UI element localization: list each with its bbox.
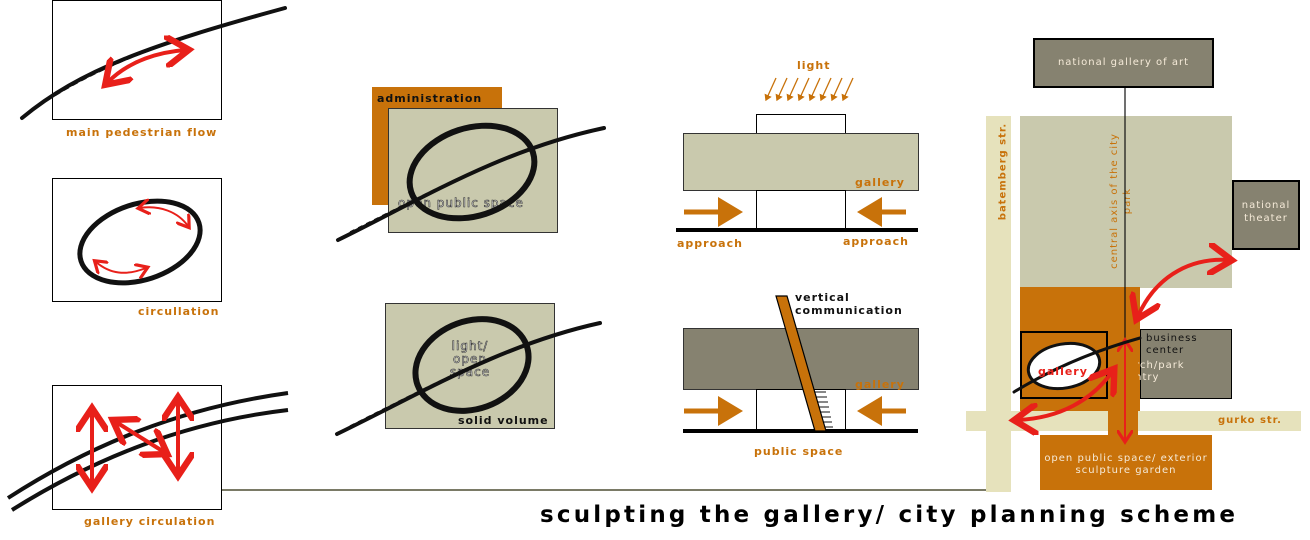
pilotis-top xyxy=(756,190,846,230)
solid-volume-stroke xyxy=(335,321,602,436)
public-space-stroke xyxy=(336,126,606,242)
gallery-path-outer xyxy=(6,391,289,500)
site-gallery-label: gallery xyxy=(1038,365,1088,378)
open-public-space-label: open public space xyxy=(398,196,524,211)
national-theater-label: national theater xyxy=(1241,200,1291,224)
light-label: light xyxy=(797,59,831,72)
open-public-space-site-label: open public space/ exterior sculpture ga… xyxy=(1044,453,1208,476)
national-gallery-label: national gallery of art xyxy=(1057,57,1190,68)
circulation-arrow-top xyxy=(140,207,188,226)
gallery-block-top xyxy=(683,133,919,191)
circulation-arrow-bottom xyxy=(96,262,146,273)
theater-arrow xyxy=(1138,260,1228,316)
arch-park-entry-label: arch/park entry xyxy=(1128,360,1185,383)
business-center-label: business center xyxy=(1146,333,1198,356)
main-flow-arrow xyxy=(108,50,185,82)
gurko-label: gurko str. xyxy=(1218,415,1282,426)
main-flow-label: main pedestrian flow xyxy=(66,126,218,139)
national-gallery-block xyxy=(1033,38,1214,88)
public-space-label: public space xyxy=(754,445,844,458)
national-theater-block xyxy=(1232,180,1300,250)
gallery-label-bottom: gallery xyxy=(855,378,905,391)
approach-left-label: approach xyxy=(677,237,743,250)
business-center-block xyxy=(1140,329,1232,399)
light-open-space-ellipse xyxy=(412,316,532,414)
circulation-ellipse xyxy=(77,198,203,286)
vertical-communication-ramp xyxy=(775,295,827,432)
garden-arrow xyxy=(1018,372,1112,420)
light-rays xyxy=(764,77,854,102)
gallery-circulation-label: gallery circulation xyxy=(84,515,216,528)
gallery-arrow-diagonal xyxy=(116,422,164,452)
public-space-ellipse xyxy=(406,122,538,222)
gallery-axis-strip xyxy=(1108,340,1138,435)
pilotis-bottom xyxy=(756,389,846,430)
circulation-label: circullation xyxy=(138,305,220,318)
solid-volume-label: solid volume xyxy=(458,414,549,427)
vertical-communication-label: vertical communication xyxy=(795,291,903,317)
administration-label: administration xyxy=(377,92,483,105)
approach-right-label: approach xyxy=(843,235,909,248)
page-title: sculpting the gallery/ city planning sch… xyxy=(540,502,1239,528)
main-flow-stroke xyxy=(20,6,287,120)
gallery-label-top: gallery xyxy=(855,176,905,189)
light-open-space-label: light/ open space xyxy=(449,339,491,379)
